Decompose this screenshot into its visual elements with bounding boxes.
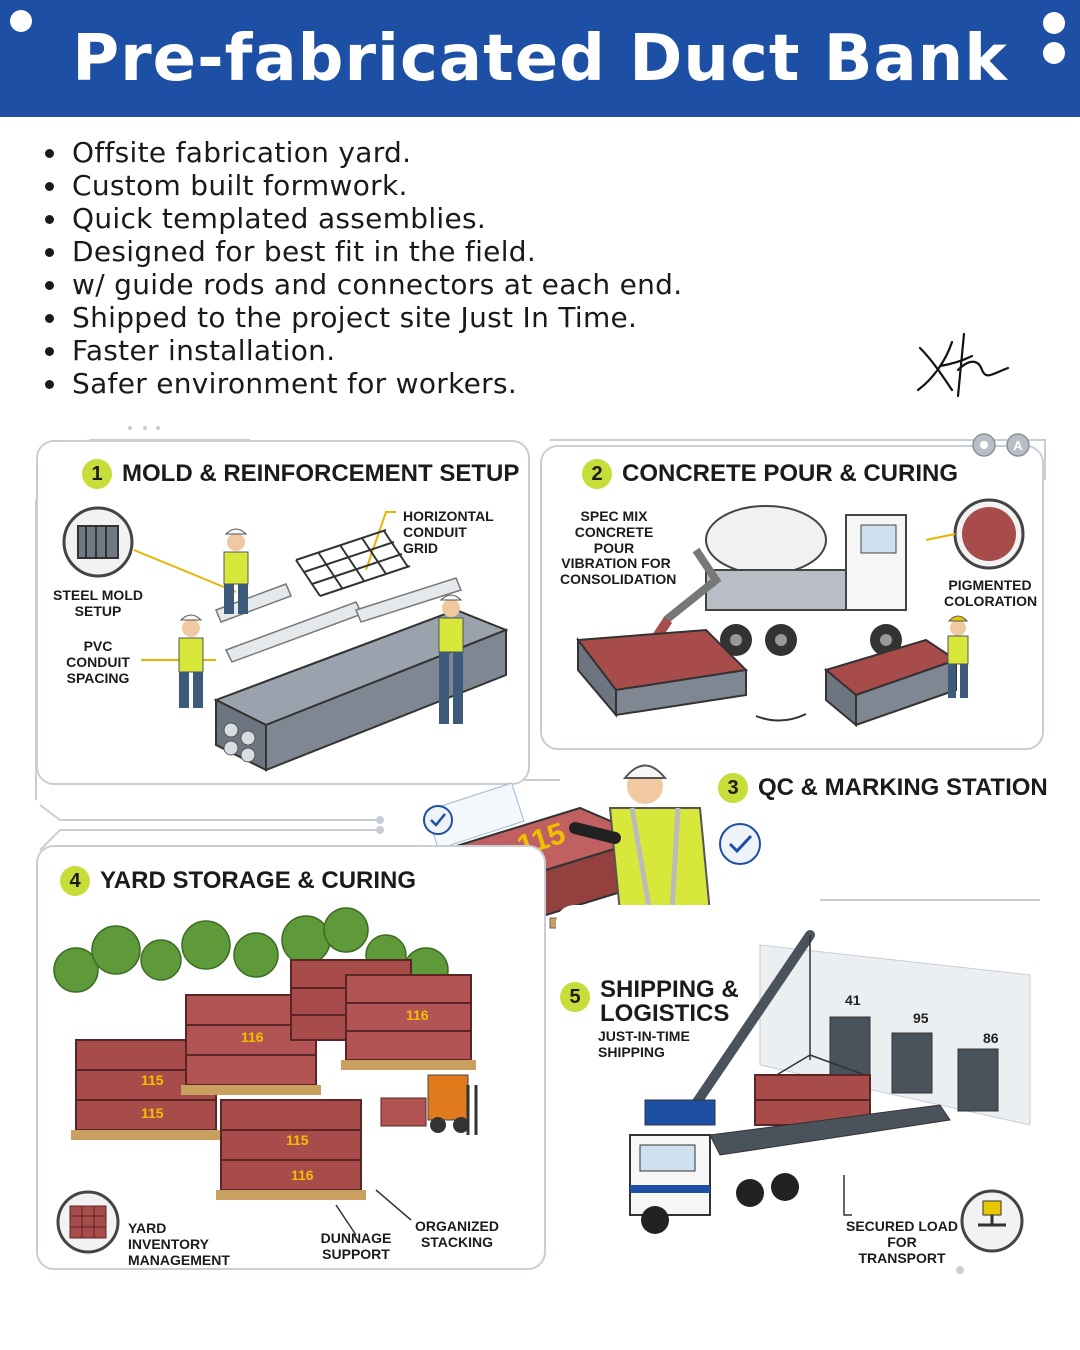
- worker-figure: [178, 614, 204, 708]
- step-4-badge: 4: [60, 866, 90, 896]
- step-3-title: 3 QC & MARKING STATION: [718, 773, 1048, 803]
- header-banner: Pre-fabricated Duct Bank: [0, 0, 1080, 117]
- list-item: Safer environment for workers.: [44, 367, 682, 400]
- step-2-illustration: [576, 498, 1025, 728]
- worker-figure: [569, 764, 712, 914]
- dock-number: 86: [983, 1030, 999, 1046]
- step-3-heading: QC & MARKING STATION: [758, 774, 1048, 801]
- list-item: w/ guide rods and connectors at each end…: [44, 268, 682, 301]
- callout-pvc-conduit-spacing: PVC CONDUIT SPACING: [66, 638, 130, 686]
- callout-yard-inventory-management: YARD INVENTORY MANAGEMENT: [128, 1220, 230, 1268]
- step-2-heading: CONCRETE POUR & CURING: [622, 460, 959, 487]
- callout-spec-mix-concrete-pour: SPEC MIX CONCRETE POUR: [574, 508, 654, 556]
- serial-seal-icon: [719, 823, 761, 865]
- list-item: Quick templated assemblies.: [44, 202, 682, 235]
- header-dot-right-bottom: [1043, 42, 1065, 64]
- list-item: Offsite fabrication yard.: [44, 136, 682, 169]
- step-5-heading: SHIPPING & LOGISTICS: [600, 976, 739, 1027]
- author-signature: [916, 332, 1010, 398]
- block-mark: 115: [141, 1072, 164, 1088]
- callout-vibration-for-consolidation: VIBRATION FOR CONSOLIDATION: [560, 555, 677, 587]
- step-2-title: 2 CONCRETE POUR & CURING: [582, 459, 958, 489]
- step-3-badge: 3: [718, 773, 748, 803]
- forklift: [380, 1074, 478, 1135]
- dock-number: 95: [913, 1010, 929, 1026]
- list-item: Faster installation.: [44, 334, 682, 367]
- block-mark: 116: [241, 1029, 264, 1045]
- list-item: Custom built formwork.: [44, 169, 682, 202]
- step-1-illustration: [62, 506, 509, 772]
- header-dot-left: [10, 10, 32, 32]
- callout-dunnage-support: DUNNAGE SUPPORT: [320, 1230, 392, 1262]
- callout-organized-stacking: ORGANIZED STACKING: [415, 1218, 499, 1250]
- worker-figure: [223, 528, 249, 614]
- callout-horizontal-conduit-grid: HORIZONTAL CONDUIT GRID: [403, 508, 494, 556]
- serial-seal-icon: [423, 805, 453, 835]
- callout-secured-load-for-transport: SECURED LOAD FOR TRANSPORT: [846, 1218, 959, 1266]
- worker-figure: [438, 594, 464, 724]
- step-1-title: 1 MOLD & REINFORCEMENT SETUP: [82, 459, 519, 489]
- step-5-badge: 5: [560, 982, 590, 1012]
- step-5-illustration: 41 95 86: [629, 930, 1031, 1253]
- callout-steel-mold-setup: STEEL MOLD SETUP: [53, 587, 143, 619]
- block-mark: 116: [406, 1007, 429, 1023]
- list-item: Shipped to the project site Just In Time…: [44, 301, 682, 334]
- svg-text:A: A: [1013, 438, 1023, 453]
- header-dot-right-top: [1043, 12, 1065, 34]
- step-4-illustration: 115 116 115 116 115 116: [53, 907, 478, 1254]
- steel-mold-icon: [62, 506, 134, 578]
- worker-figure: [947, 615, 969, 698]
- block-mark: 116: [291, 1167, 314, 1183]
- crane-load-icon: [960, 1189, 1024, 1253]
- feature-list: Offsite fabrication yard. Custom built f…: [44, 136, 682, 400]
- step-1-badge: 1: [82, 459, 112, 489]
- step-2-badge: 2: [582, 459, 612, 489]
- block-stack: [216, 1099, 366, 1200]
- callout-just-in-time-shipping: JUST-IN-TIME SHIPPING: [598, 1028, 690, 1060]
- gear-icon: A: [972, 433, 1030, 457]
- step-4-title: 4 YARD STORAGE & CURING: [60, 866, 416, 896]
- callout-pigmented-coloration: PIGMENTED COLORATION: [944, 577, 1038, 609]
- pigment-swatch-icon: [953, 498, 1025, 570]
- step-4-heading: YARD STORAGE & CURING: [100, 867, 417, 894]
- inventory-icon: [56, 1190, 120, 1254]
- block-mark: 115: [286, 1132, 309, 1148]
- step-5-title: 5 SHIPPING & LOGISTICS: [560, 978, 740, 1026]
- list-item: Designed for best fit in the field.: [44, 235, 682, 268]
- dock-number: 41: [845, 992, 861, 1008]
- page-title: Pre-fabricated Duct Bank: [72, 22, 1008, 96]
- block-mark: 115: [141, 1105, 164, 1121]
- step-1-heading: MOLD & REINFORCEMENT SETUP: [122, 460, 520, 487]
- block-stack: [341, 974, 476, 1070]
